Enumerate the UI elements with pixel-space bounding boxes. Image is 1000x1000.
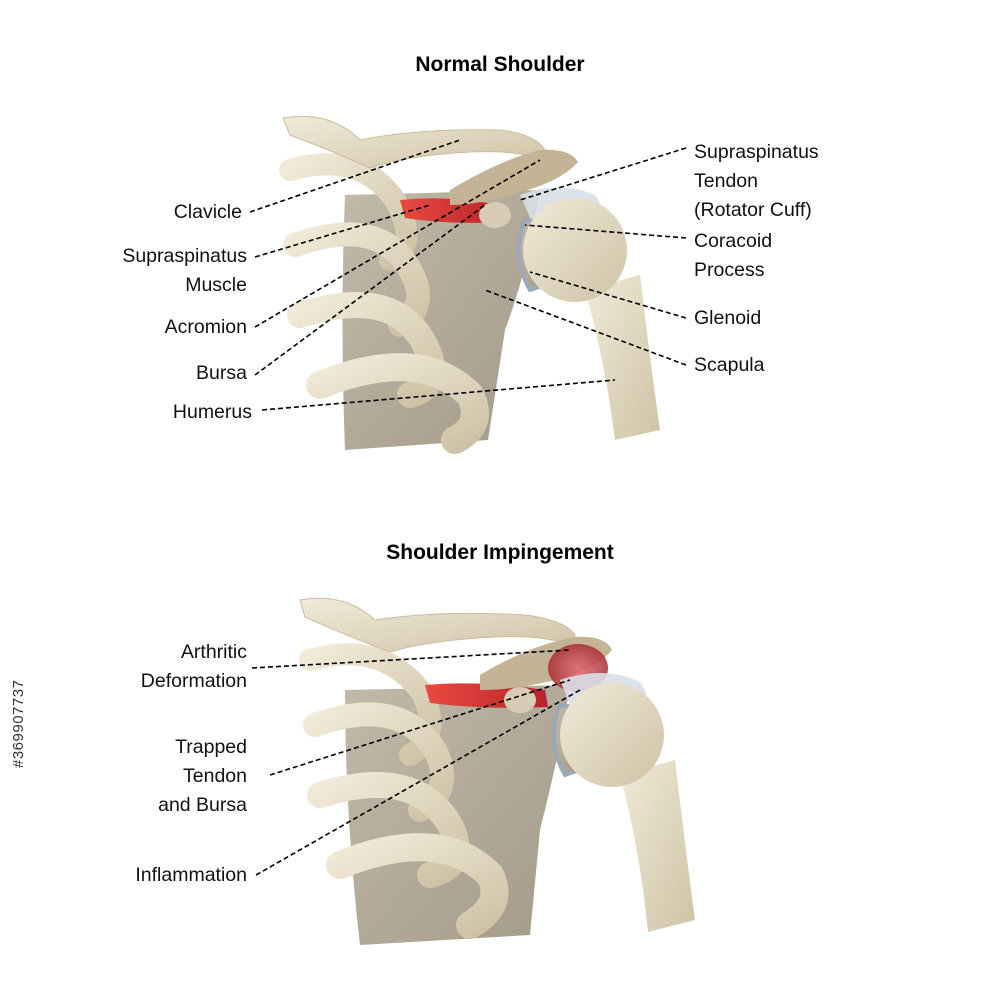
label-supraspinatus-muscle: Supraspinatus Muscle — [122, 245, 247, 296]
label-supraspinatus-tendon: Supraspinatus Tendon (Rotator Cuff) — [694, 141, 819, 221]
leader-acromion — [254, 159, 541, 328]
normal-supraspinatus-muscle — [400, 198, 505, 223]
impingement-coracoid — [504, 687, 536, 713]
impingement-title: Shoulder Impingement — [386, 541, 614, 564]
label-inflammation: Inflammation — [135, 864, 247, 886]
normal-ribs — [279, 153, 489, 454]
impingement-humerus — [560, 683, 695, 932]
leader-coracoid — [524, 224, 687, 239]
label-acromion: Acromion — [164, 316, 247, 338]
impingement-ribs — [299, 643, 509, 939]
leader-clavicle — [249, 139, 461, 213]
label-humerus: Humerus — [172, 401, 252, 423]
leader-lines — [249, 139, 687, 876]
stock-id-watermark: #369907737 — [10, 679, 27, 768]
leader-glenoid — [529, 271, 687, 319]
leader-supraspinatus-tendon — [519, 147, 687, 201]
normal-shoulder-title: Normal Shoulder — [415, 53, 585, 76]
label-trapped-tendon-bursa: Trapped Tendon and Bursa — [158, 736, 247, 816]
normal-acromion — [450, 149, 578, 205]
label-bursa: Bursa — [196, 362, 247, 384]
label-scapula: Scapula — [694, 354, 765, 376]
normal-shoulder-illustration — [279, 115, 660, 454]
leader-arthritic — [251, 649, 571, 669]
leader-trapped — [269, 679, 571, 776]
leader-inflammation — [255, 689, 581, 876]
leader-supraspinatus-muscle — [254, 204, 431, 258]
label-coracoid-process: Coracoid Process — [694, 230, 773, 281]
label-clavicle: Clavicle — [173, 201, 242, 223]
normal-coracoid — [479, 202, 511, 228]
normal-humerus — [523, 198, 660, 440]
leader-humerus — [261, 379, 616, 411]
impingement-shoulder-illustration — [299, 597, 695, 945]
label-arthritic-deformation: Arthritic Deformation — [140, 641, 247, 692]
leader-scapula — [484, 289, 687, 366]
label-glenoid: Glenoid — [694, 307, 762, 329]
